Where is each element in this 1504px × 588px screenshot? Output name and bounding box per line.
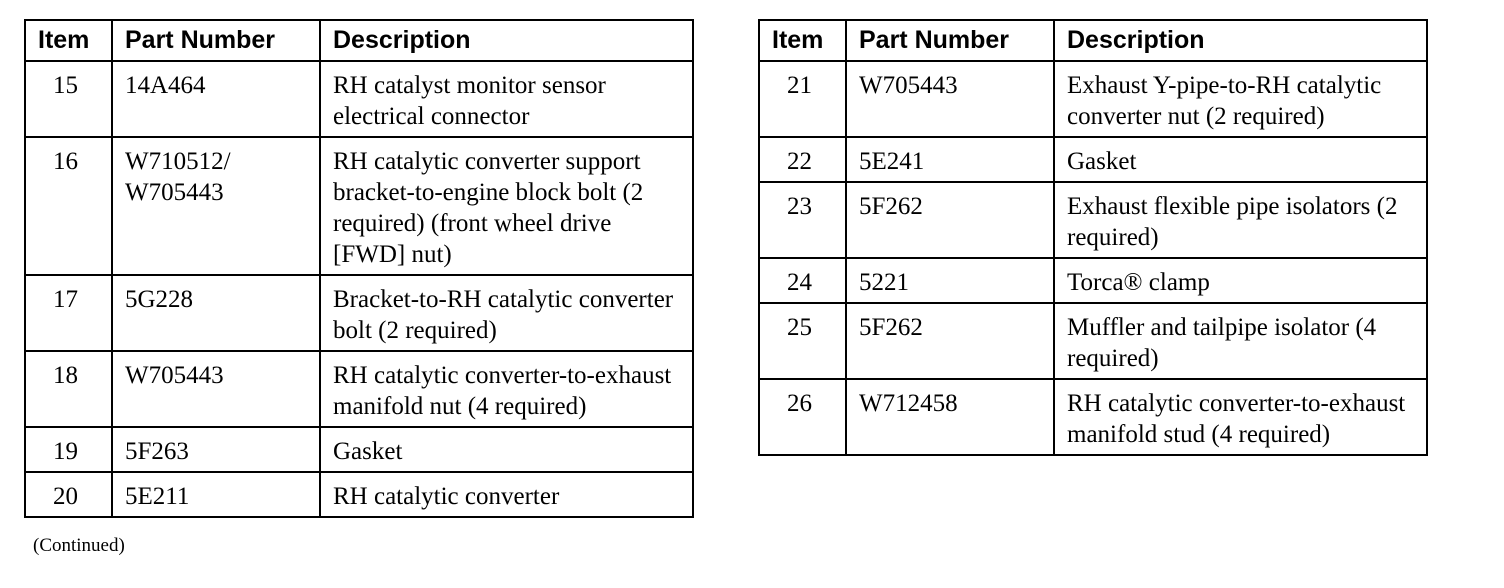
part-number-cell: 5F263 [111, 426, 321, 473]
part-number-cell: 5E241 [845, 136, 1055, 183]
item-cell: 21 [758, 60, 847, 138]
part-number-cell: 5F262 [845, 302, 1055, 380]
part-number-cell: 5G228 [111, 274, 321, 352]
part-number-cell: 5F262 [845, 181, 1055, 259]
column-header-item: Item [24, 19, 113, 62]
column-header-part-number: Part Number [845, 19, 1055, 62]
table-row: 20 5E211 RH catalytic converter [24, 471, 694, 518]
item-cell: 19 [24, 426, 113, 473]
item-cell: 26 [758, 378, 847, 456]
description-cell: RH catalytic converter-to-exhaust manifo… [1053, 378, 1428, 456]
description-cell: Gasket [1053, 136, 1428, 183]
part-number-cell: W712458 [845, 378, 1055, 456]
part-number-cell: W705443 [111, 350, 321, 428]
table-row: 15 14A464 RH catalyst monitor sensor ele… [24, 60, 694, 138]
part-number-cell: 5221 [845, 257, 1055, 304]
item-cell: 23 [758, 181, 847, 259]
description-cell: RH catalytic converter support bracket-t… [319, 136, 694, 276]
description-cell: Bracket-to-RH catalytic converter bolt (… [319, 274, 694, 352]
table-row: 25 5F262 Muffler and tailpipe isolator (… [758, 302, 1428, 380]
item-cell: 20 [24, 471, 113, 518]
item-cell: 17 [24, 274, 113, 352]
column-header-description: Description [1053, 19, 1428, 62]
column-header-description: Description [319, 19, 694, 62]
table-row: 22 5E241 Gasket [758, 136, 1428, 183]
table-header-row: Item Part Number Description [758, 19, 1428, 62]
table-row: 16 W710512/ W705443 RH catalytic convert… [24, 136, 694, 276]
table-row: 26 W712458 RH catalytic converter-to-exh… [758, 378, 1428, 456]
part-number-cell: W705443 [845, 60, 1055, 138]
description-cell: Muffler and tailpipe isolator (4 require… [1053, 302, 1428, 380]
table-row: 17 5G228 Bracket-to-RH catalytic convert… [24, 274, 694, 352]
column-header-part-number: Part Number [111, 19, 321, 62]
item-cell: 18 [24, 350, 113, 428]
continued-note: (Continued) [33, 535, 125, 556]
table-row: 19 5F263 Gasket [24, 426, 694, 473]
item-cell: 22 [758, 136, 847, 183]
description-cell: RH catalytic converter [319, 471, 694, 518]
description-cell: Exhaust flexible pipe isolators (2 requi… [1053, 181, 1428, 259]
item-cell: 15 [24, 60, 113, 138]
description-cell: Gasket [319, 426, 694, 473]
parts-table-left: Item Part Number Description 15 14A464 R… [24, 19, 694, 518]
item-cell: 25 [758, 302, 847, 380]
item-cell: 16 [24, 136, 113, 276]
description-cell: Exhaust Y-pipe-to-RH catalytic converter… [1053, 60, 1428, 138]
table-row: 18 W705443 RH catalytic converter-to-exh… [24, 350, 694, 428]
table-row: 24 5221 Torca® clamp [758, 257, 1428, 304]
parts-table-right: Item Part Number Description 21 W705443 … [758, 19, 1428, 456]
column-header-item: Item [758, 19, 847, 62]
item-cell: 24 [758, 257, 847, 304]
part-number-cell: W710512/ W705443 [111, 136, 321, 276]
description-cell: RH catalytic converter-to-exhaust manifo… [319, 350, 694, 428]
table-row: 21 W705443 Exhaust Y-pipe-to-RH catalyti… [758, 60, 1428, 138]
part-number-cell: 14A464 [111, 60, 321, 138]
description-cell: Torca® clamp [1053, 257, 1428, 304]
table-row: 23 5F262 Exhaust flexible pipe isolators… [758, 181, 1428, 259]
part-number-cell: 5E211 [111, 471, 321, 518]
description-cell: RH catalyst monitor sensor electrical co… [319, 60, 694, 138]
table-header-row: Item Part Number Description [24, 19, 694, 62]
